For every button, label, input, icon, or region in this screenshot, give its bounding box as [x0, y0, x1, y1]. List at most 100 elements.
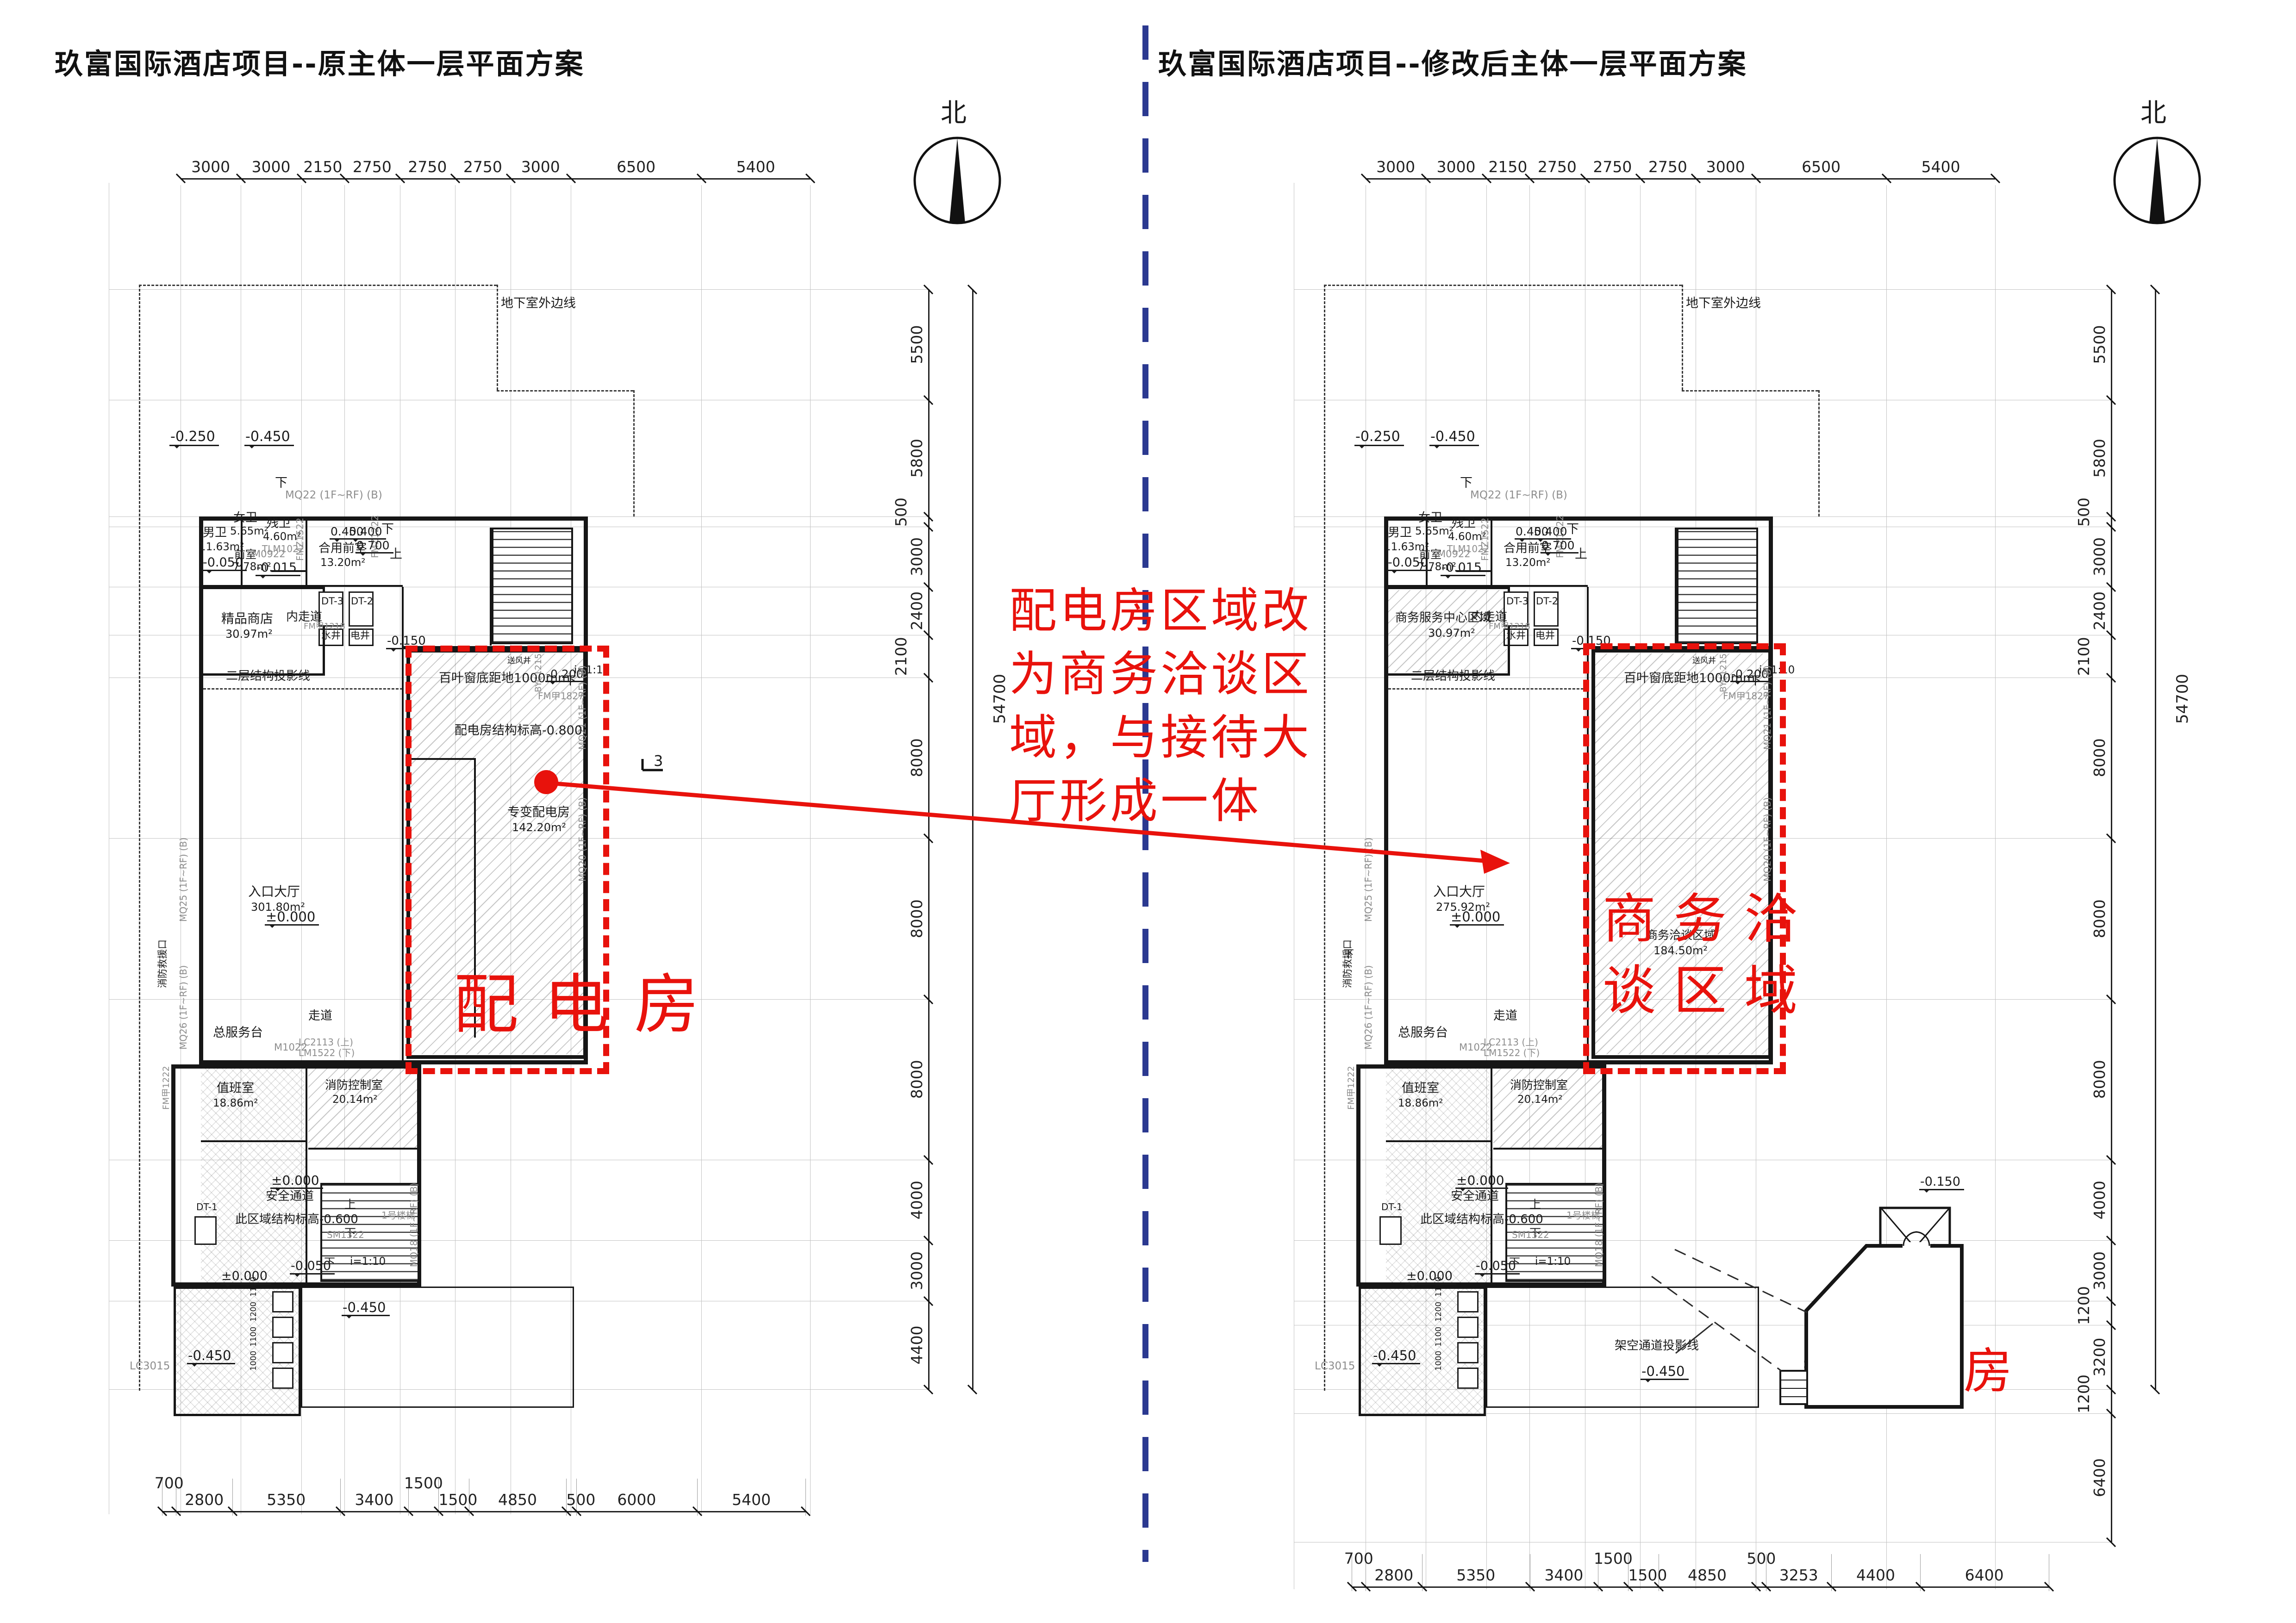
plan-label: 值班室 — [217, 1081, 254, 1095]
room-outline — [1591, 649, 1772, 1059]
grid-line — [1294, 1413, 2111, 1414]
stairs — [1677, 528, 1758, 644]
dim-label: 3000 — [908, 537, 926, 576]
plan-label: -0.200 — [545, 668, 587, 685]
plan-label: FMZ1522 — [294, 517, 306, 561]
plan-label: 商务服务中心区域 — [1395, 611, 1492, 625]
room-crosshatch — [1386, 1143, 1491, 1285]
plan-label: DT-1 — [1381, 1201, 1403, 1213]
dim-label: 500 — [892, 497, 910, 527]
dim-line — [162, 1511, 806, 1512]
plan-label: 下 — [344, 1226, 356, 1240]
wall — [1675, 528, 1677, 646]
plan-label: LC2113 (上) — [299, 1037, 353, 1048]
plan-label: 二层结构投影线 — [1411, 669, 1496, 683]
left-plan-title: 玖富国际酒店项目--原主体一层平面方案 — [55, 48, 585, 81]
wall — [201, 1140, 306, 1142]
elevator-xbox — [1457, 1317, 1479, 1338]
dim-label: 4400 — [908, 1325, 926, 1365]
dim-label: 8000 — [2090, 899, 2109, 938]
elevator-xbox — [272, 1317, 293, 1338]
wall — [1491, 516, 1492, 587]
plan-label: -0.450 — [1372, 1349, 1420, 1367]
dim-label: 8000 — [908, 899, 926, 938]
dim-label: 2800 — [1374, 1566, 1414, 1584]
dim-label: 2750 — [1537, 158, 1577, 176]
dim-label: 1500 — [404, 1474, 443, 1492]
dim-label: 4850 — [1687, 1566, 1727, 1584]
plan-label: i=1:10 — [1535, 1256, 1571, 1268]
dashed-line — [199, 688, 403, 690]
plan-label: -0.015 — [1441, 561, 1486, 579]
extension-line — [697, 1479, 698, 1516]
plan-label: 安全通道 — [266, 1189, 314, 1203]
red-label-shangwu-line2: 谈区域 — [1603, 960, 1816, 1022]
plan-label: ±0.000 (40.600) — [1854, 1317, 1947, 1333]
north-arrow-icon — [913, 137, 2201, 224]
plan-label: MQ25 (1F~RF) (B) — [178, 837, 189, 922]
plan-label: 275.92m² — [1436, 901, 1490, 914]
room-outline — [1384, 587, 1510, 676]
extension-line — [1831, 1554, 1832, 1591]
plan-label: 女卫 — [1418, 511, 1443, 525]
plan-label: 内走道 — [1471, 610, 1508, 624]
plan-label: 消防救援口 — [1342, 939, 1353, 988]
plan-label: DT-2 — [351, 596, 374, 607]
dim-label: 8000 — [2090, 738, 2109, 777]
plan-label: FM甲1222 — [161, 1066, 171, 1110]
plan-label: 消防救援口 — [157, 939, 168, 988]
dashed-line — [1682, 285, 1683, 390]
grid-line — [109, 1389, 928, 1390]
extension-line — [232, 1479, 233, 1516]
plan-label: 百叶窗底距地1000mm — [1624, 671, 1755, 685]
plan-label: 男卫 — [1388, 526, 1412, 540]
dim-label: 2750 — [463, 158, 502, 176]
plan-label: 0.400 — [348, 525, 386, 542]
plan-label: ±0.000 — [1455, 1174, 1508, 1192]
plan-label: -0.150 — [1919, 1175, 1965, 1193]
room-outline — [199, 587, 325, 676]
plan-label: 11.63m² — [1384, 541, 1429, 553]
plan-label: 20.14m² — [1517, 1094, 1563, 1106]
plan-label: M1022 — [1459, 1042, 1492, 1053]
plan-label: SM1322 — [1512, 1229, 1549, 1240]
grid-line — [1640, 185, 1641, 1589]
grid-line — [1294, 838, 2111, 839]
plan-label: 精品商店 — [221, 611, 274, 626]
room-crosshatch — [201, 1068, 305, 1141]
plan-label: 走道 — [1493, 1009, 1518, 1023]
plan-label: 地下室外边线 — [501, 296, 576, 311]
plan-label: 此区域结构标高-0.600 — [1420, 1213, 1543, 1226]
dim-label: 3000 — [1436, 158, 1476, 176]
elevator-xbox — [1504, 591, 1529, 627]
plan-label: -0.015 — [256, 561, 301, 579]
plan-label: LC3015 — [1315, 1360, 1355, 1372]
dim-label: 1500 — [438, 1491, 478, 1509]
plan-label: 值班室 — [1402, 1081, 1439, 1095]
stairs — [492, 528, 573, 644]
dim-label: 54700 — [991, 673, 1009, 724]
plan-label: 0.700 — [356, 539, 393, 556]
plan-label: TLM1022 — [262, 543, 305, 554]
plan-label: 5.65m² — [1415, 525, 1454, 537]
dim-label: 4400 — [1856, 1566, 1895, 1584]
elevator-xbox — [318, 591, 343, 627]
dim-label: 3000 — [908, 1251, 926, 1290]
dim-line — [1352, 1586, 2049, 1588]
plan-label: 1100 — [1434, 1276, 1443, 1297]
dim-label: 4000 — [908, 1181, 926, 1220]
elevator-xbox — [272, 1291, 293, 1312]
plan-label: 地下室外边线 — [1686, 296, 1761, 311]
plan-label: 上 — [1575, 547, 1587, 561]
room-hatch — [1387, 590, 1507, 672]
room-outline — [349, 628, 374, 646]
wall — [199, 585, 403, 587]
wall — [306, 1064, 307, 1287]
grid-line — [1995, 185, 1996, 1589]
wall — [306, 516, 307, 587]
dim-label: 2400 — [908, 591, 926, 631]
dim-label: 2150 — [1488, 158, 1528, 176]
dim-label: 2800 — [185, 1491, 224, 1509]
extension-line — [340, 1479, 341, 1516]
plan-label: 走道 — [308, 1009, 333, 1023]
